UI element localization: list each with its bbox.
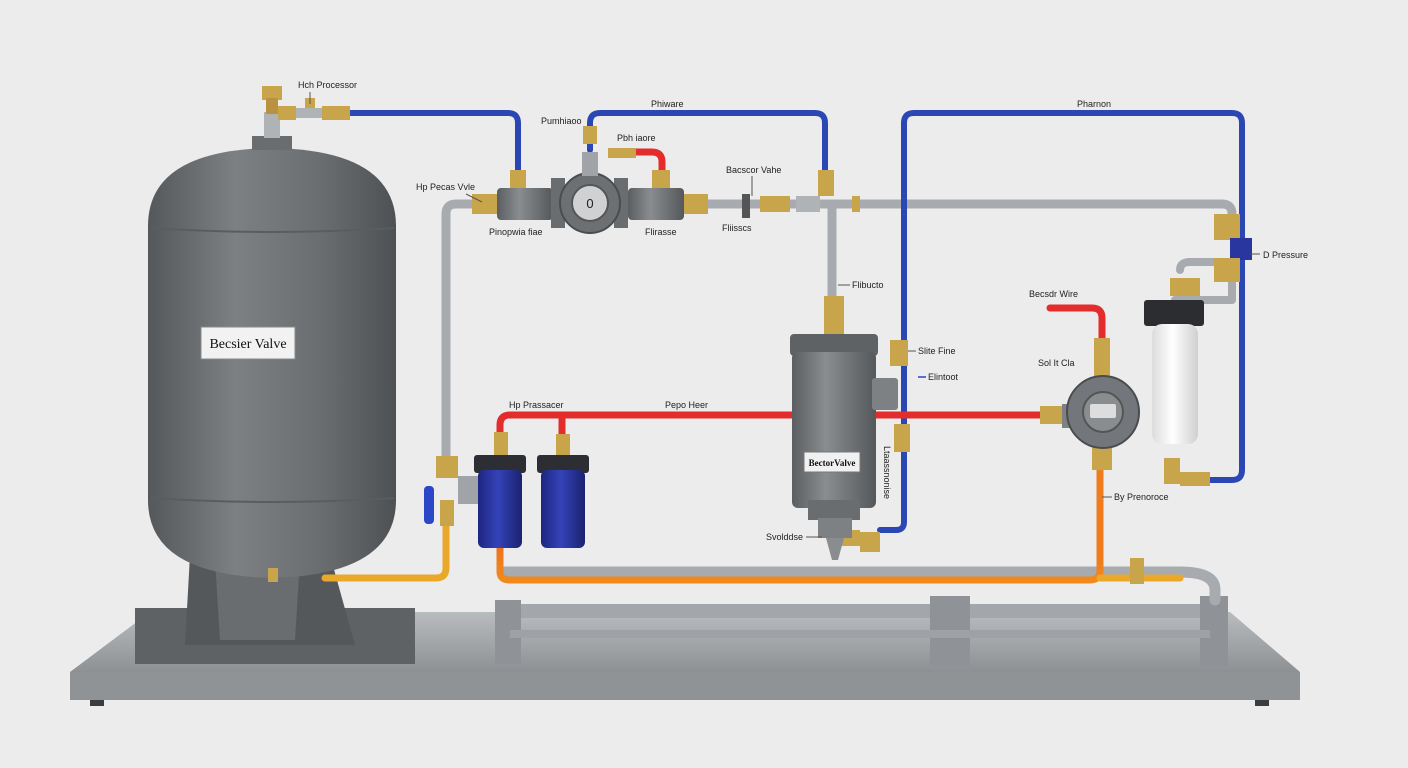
label-svolddse: Svolddse [766,532,803,542]
gray-pipe-white-filter [1176,258,1236,274]
pressure-tank: Becsier Valve [135,86,415,664]
red-pipe-mid [496,411,1064,464]
label-becsdr-wire: Becsdr Wire [1029,289,1078,299]
label-slite-fine: Slite Fine [918,346,956,356]
label-pbh-iaore: Pbh iaore [617,133,656,143]
label-d-pressure: D Pressure [1263,250,1308,260]
gray-pipe-bottom [499,566,1221,606]
blue-pipe-2 [587,110,828,175]
yellow-pipe-tank [321,516,450,582]
label-pumhiaoo: Pumhiaoo [541,116,582,126]
svg-text:0: 0 [586,196,593,211]
red-pipe-upper [624,148,666,176]
label-ltaassnonise: Ltaassnonise [882,446,892,499]
label-pinopwia-fiae: Pinopwia fiae [489,227,543,237]
label-bacscor-vahe: Bacscor Vahe [726,165,781,175]
fittings [278,98,1252,584]
gray-pipe-main [441,199,1237,475]
label-pharnon: Pharnon [1077,99,1111,109]
label-fliisscs: Fliisscs [722,223,752,233]
regulator-valve [1062,375,1140,449]
label-by-prenoroce: By Prenoroce [1114,492,1169,502]
label-pepo-heer: Pepo Heer [665,400,708,410]
label-hp-prassacer: Hp Prassacer [509,400,564,410]
flow-valve: 0 [497,152,684,234]
label-elintoot: Elintoot [928,372,959,382]
orange-pipe-loop [496,466,1104,584]
pipes [321,110,1245,606]
separator-vessel: BectorValve [790,334,898,560]
labels: Hch Processor Phiware Pharnon Pumhiaoo P… [298,80,1308,542]
label-phiware: Phiware [651,99,684,109]
label-sol-it-cla: Sol It Cla [1038,358,1075,368]
blue-pipe-1 [343,110,521,175]
red-pipe-right [1046,304,1106,344]
label-flirasse: Flirasse [645,227,677,237]
label-hch-processor: Hch Processor [298,80,357,90]
separator-nameplate: BectorValve [809,458,856,468]
twin-filters [474,455,589,548]
tank-nameplate: Becsier Valve [209,337,286,352]
label-hp-pecas-vvle: Hp Pecas Vvle [416,182,475,192]
blue-pipe-3 [877,110,1245,533]
label-flibucto: Flibucto [852,280,884,290]
white-filter [1144,300,1204,444]
